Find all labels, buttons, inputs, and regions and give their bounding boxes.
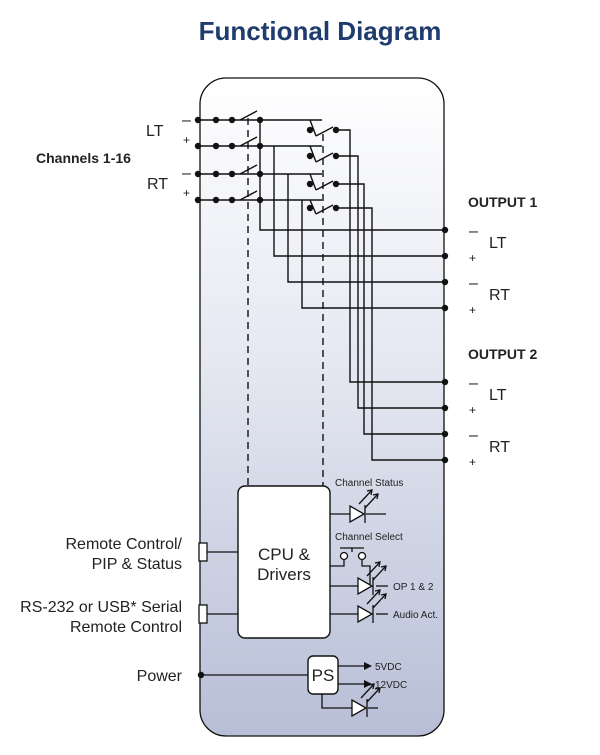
ps-5vdc-label: 5VDC [375, 662, 402, 673]
output-1-rt-plus: + [469, 303, 476, 317]
power-led-icon [351, 683, 381, 718]
op-led-icon [357, 561, 387, 596]
audio-activity-led-icon [357, 589, 387, 624]
arrow-5vdc-icon [364, 662, 372, 670]
diagram-title: Functional Diagram [198, 16, 442, 46]
serial-label-line1: RS-232 or USB* Serial [20, 599, 182, 616]
serial-label-line2: Remote Control [70, 619, 182, 636]
input-channels-label: Channels 1-16 [36, 150, 131, 166]
arrow-12vdc-icon [364, 680, 372, 688]
remote-control-label-line1: Remote Control/ [66, 536, 183, 553]
output-2-lt-minus: – [469, 375, 478, 392]
channel-select-switch-contact-b [357, 551, 367, 561]
remote-control-port-icon [198, 542, 208, 562]
output-2-rt-plus: + [469, 455, 476, 469]
cpu-block [237, 485, 331, 639]
output-2-label: OUTPUT 2 [468, 346, 537, 362]
output-2-lt-plus: + [469, 403, 476, 417]
audio-activity-label: Audio Act. [393, 610, 438, 621]
output-2-rt-minus: – [469, 427, 478, 444]
junction-dots [194, 116, 449, 679]
input-rt-label: RT [147, 176, 168, 193]
power-label: Power [137, 668, 183, 685]
output-2-lt-label: LT [489, 387, 507, 404]
output-1-lt-minus: – [469, 223, 478, 240]
switch-matrix-wiring [198, 110, 445, 461]
input-lt-label: LT [146, 123, 164, 140]
output-1-lt-plus: + [469, 251, 476, 265]
output-1-rt-minus: – [469, 275, 478, 292]
input-lt-minus: – [182, 112, 191, 129]
cpu-label-line2: Drivers [257, 565, 311, 584]
control-dashed-lines [247, 118, 324, 488]
output-1-rt-label: RT [489, 287, 510, 304]
power-supply-block [307, 655, 339, 695]
remote-control-label-line2: PIP & Status [92, 556, 182, 573]
power-supply-label: PS [312, 666, 335, 685]
op-indicator-label: OP 1 & 2 [393, 582, 434, 593]
port-wiring [201, 551, 378, 709]
ps-12vdc-label: 12VDC [375, 680, 407, 691]
channel-select-label: Channel Select [335, 532, 403, 543]
input-rt-plus: + [183, 186, 190, 200]
channel-status-label: Channel Status [335, 478, 403, 489]
cpu-label-line1: CPU & [258, 545, 311, 564]
serial-port-icon [198, 604, 208, 624]
output-1-label: OUTPUT 1 [468, 194, 537, 210]
output-2-rt-label: RT [489, 439, 510, 456]
indicator-wiring [330, 513, 388, 615]
input-rt-minus: – [182, 165, 191, 182]
channel-select-switch-contact-a [339, 551, 349, 561]
output-1-lt-label: LT [489, 235, 507, 252]
input-lt-plus: + [183, 133, 190, 147]
channel-status-led-icon [349, 489, 379, 524]
